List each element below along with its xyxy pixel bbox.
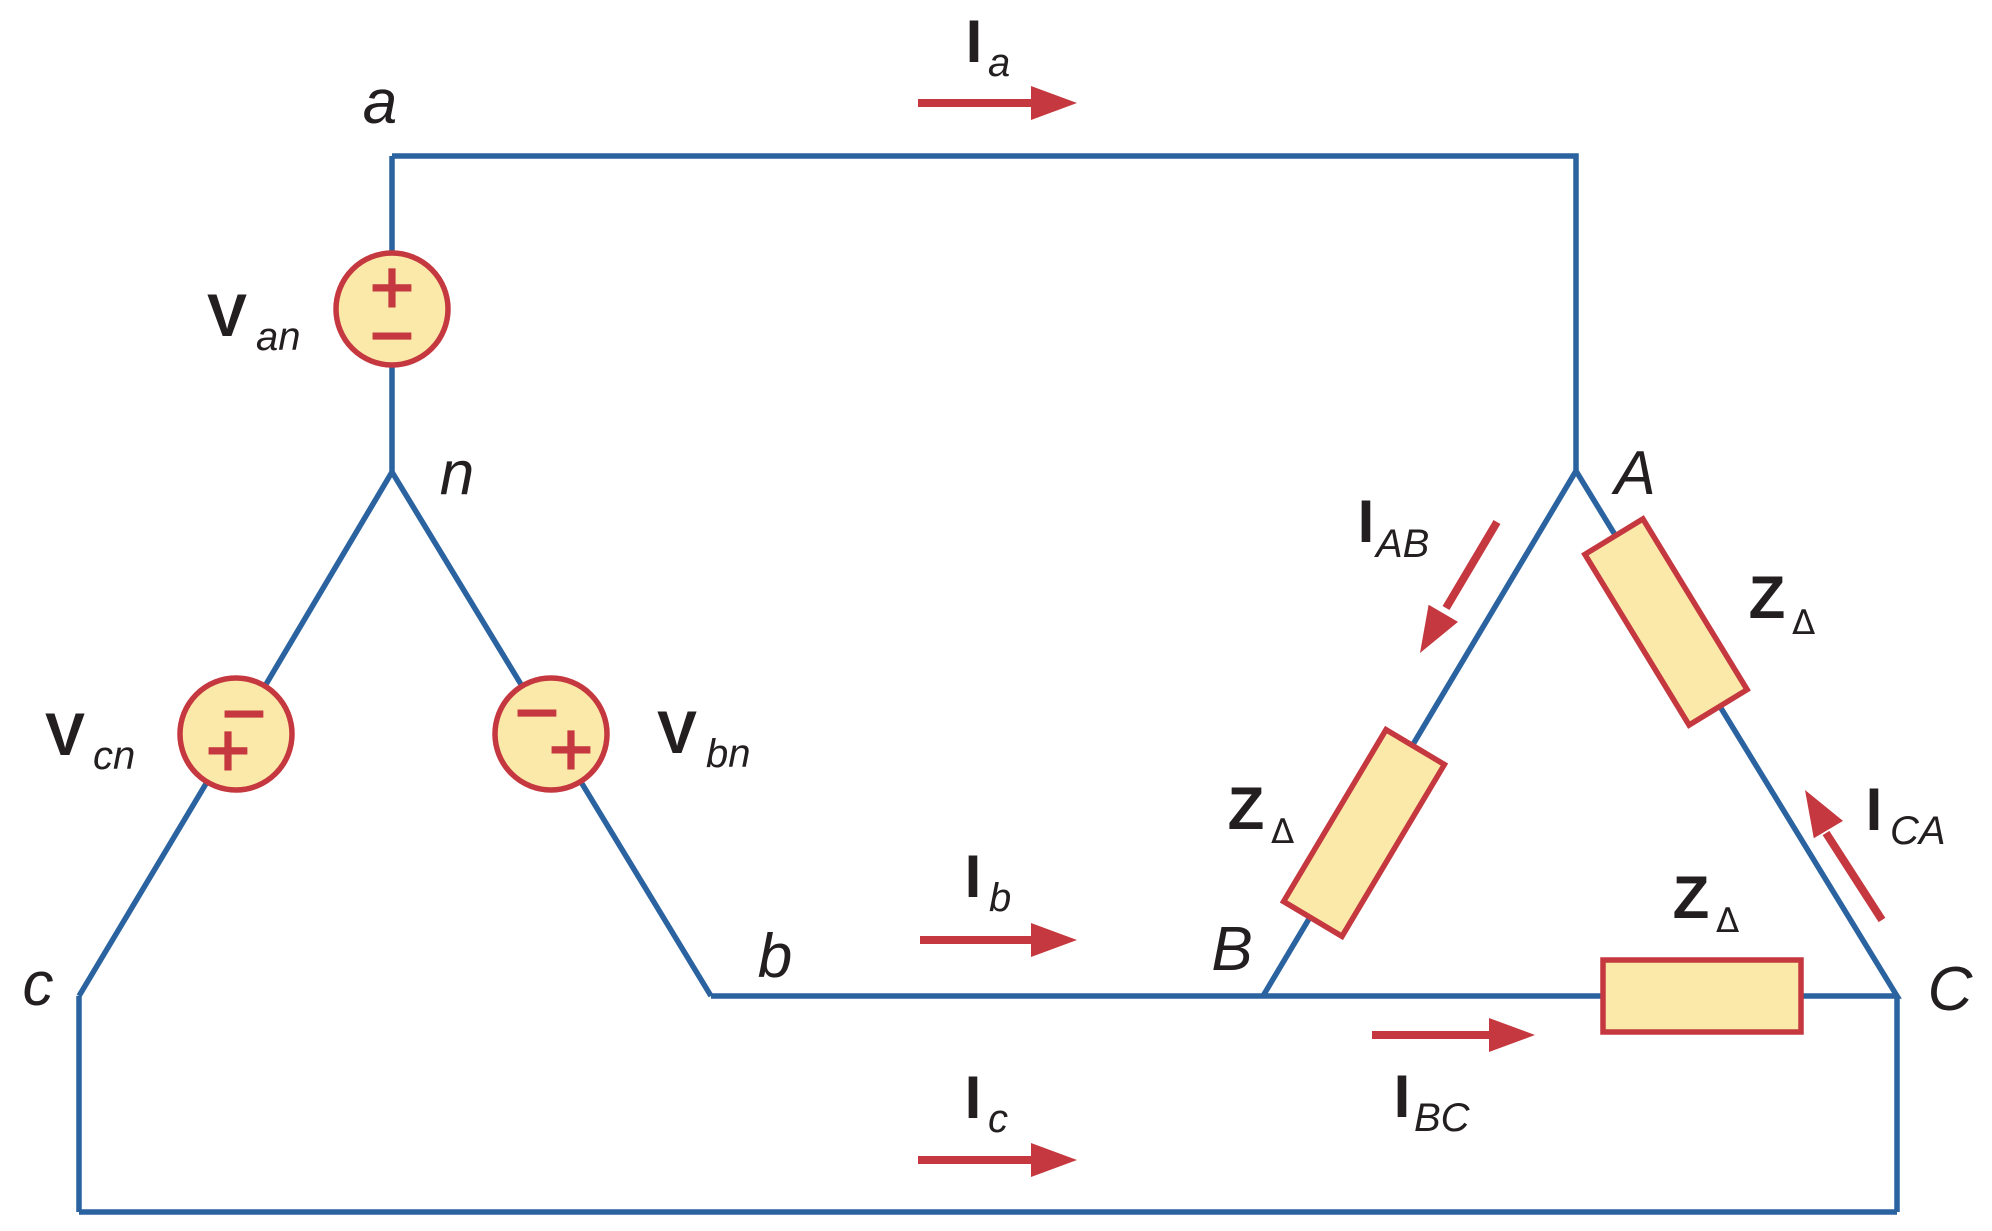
impedance-labels: Z Δ Z Δ Z Δ [1228,564,1816,941]
wire-n-to-vcn [262,470,395,688]
zca-label-symbol: Z [1749,564,1786,631]
source-vbn: − + [492,675,610,793]
wires [76,153,1902,1215]
wire-vbn-to-b [578,780,714,998]
ia-label-subscript: a [988,41,1010,85]
label-current-ica: I CA [1866,776,1946,853]
impedance-BC-body [1600,957,1804,1035]
iab-arrow-shaft [1442,519,1501,611]
label-node-A: A [1610,439,1655,508]
ibc-label-symbol: I [1394,1063,1411,1130]
label-node-c: c [23,950,54,1019]
ica-arrow-head [1805,790,1843,839]
wire-a-to-A [392,153,1579,471]
iab-label-subscript: AB [1374,522,1429,566]
impedance-AB-body [1279,725,1449,941]
current-arrow-ib [920,923,1077,957]
wire-n-to-vbn [389,470,525,688]
ia-arrow-head [1031,86,1077,120]
ic-arrow-head [1031,1143,1077,1177]
ica-label-subscript: CA [1890,809,1946,853]
ica-arrow-shaft [1822,830,1886,923]
van-source-circle [333,250,451,368]
vcn-plus-sign: + [202,713,254,786]
label-source-vbn: V bn [657,699,751,776]
ib-label-subscript: b [989,876,1011,920]
label-node-n: n [440,439,474,508]
vcn-source-circle [177,675,295,793]
source-labels: V an V cn V bn [45,282,751,778]
vcn-label-subscript: cn [93,734,135,778]
vcn-minus-sign: − [218,676,270,749]
label-node-a: a [363,68,397,137]
label-impedance-ab: Z Δ [1228,775,1295,852]
label-current-ia: I a [966,8,1011,85]
ib-arrow-head [1031,923,1077,957]
ibc-label-subscript: BC [1414,1096,1471,1140]
label-current-ib: I b [965,843,1012,920]
vbn-minus-sign: − [511,675,563,748]
van-label-subscript: an [256,315,301,359]
current-arrow-ica [1805,790,1886,923]
label-impedance-ca: Z Δ [1749,564,1816,643]
source-van: + − [333,250,451,371]
node-labels: a n b c A B C [23,68,1974,1024]
ica-label-symbol: I [1866,776,1883,843]
current-arrow-ibc [1372,1018,1535,1052]
van-minus-sign: − [366,298,418,371]
current-arrow-ic [918,1143,1077,1177]
zca-label-subscript: Δ [1792,603,1815,643]
zab-label-subscript: Δ [1271,812,1294,852]
vcn-label-symbol: V [45,701,85,768]
label-current-ibc: I BC [1394,1063,1471,1140]
ic-label-subscript: c [988,1097,1008,1141]
vbn-label-subscript: bn [706,732,751,776]
iab-label-symbol: I [1358,488,1375,555]
label-node-b: b [758,922,792,991]
vbn-source-circle [492,675,610,793]
source-vcn: − + [177,675,295,793]
wire-vcn-to-c [76,780,210,998]
impedance-CA-body [1581,515,1751,729]
current-arrow-iab [1420,519,1501,653]
van-label-symbol: V [207,282,247,349]
label-impedance-bc: Z Δ [1673,864,1740,941]
wire-delta-loop [1260,465,1902,999]
label-node-C: C [1928,955,1974,1024]
zab-label-symbol: Z [1228,775,1265,842]
label-source-vcn: V cn [45,701,135,778]
label-node-B: B [1211,915,1252,984]
ibc-arrow-head [1489,1018,1535,1052]
vbn-label-symbol: V [657,699,697,766]
label-current-ic: I c [965,1064,1008,1141]
zbc-label-symbol: Z [1673,864,1710,931]
ic-label-symbol: I [965,1064,982,1131]
ia-label-symbol: I [966,8,983,75]
current-arrow-ia [918,86,1077,120]
label-current-iab: I AB [1358,488,1430,566]
van-plus-sign: + [366,250,418,323]
ib-label-symbol: I [965,843,982,910]
delta-load [1279,515,1804,1035]
iab-arrow-head [1420,604,1458,653]
label-source-van: V an [207,282,301,359]
vbn-plus-sign: + [545,712,597,785]
current-labels: I a I b I c I AB I BC I CA [965,8,1946,1141]
zbc-label-subscript: Δ [1716,901,1739,941]
